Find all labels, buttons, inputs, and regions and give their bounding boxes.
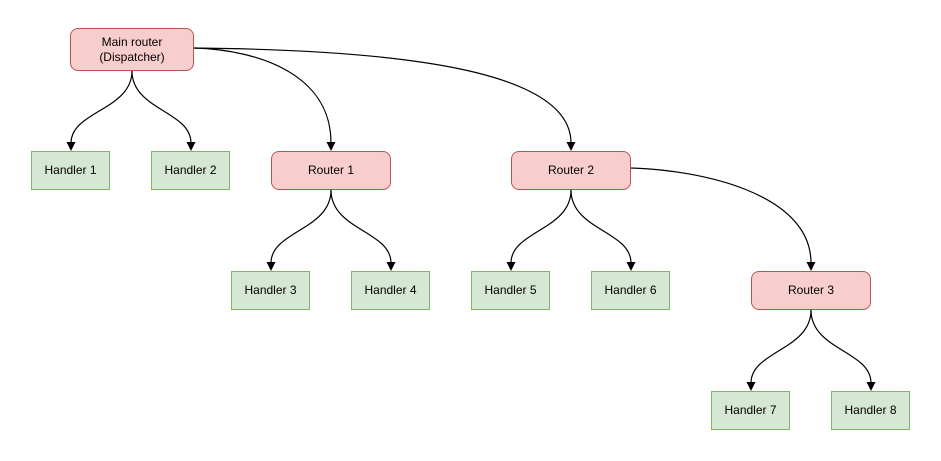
- arrow-handler-3-head: [266, 262, 276, 271]
- arrow-handler-6-head: [626, 262, 636, 271]
- arrow-handler-8-head: [866, 382, 876, 391]
- edge-main-router2: [193, 47, 572, 144]
- node-handler-4[interactable]: Handler 4: [351, 271, 430, 310]
- edge-router1-handler3: [270, 189, 332, 264]
- arrow-handler-1-head: [66, 142, 76, 151]
- edge-main-router1: [193, 47, 332, 144]
- edge-router3-handler8: [810, 309, 872, 384]
- edge-router2-router3: [630, 167, 812, 264]
- node-router-3[interactable]: Router 3: [751, 271, 871, 310]
- edge-router2-handler6: [570, 189, 632, 264]
- node-router-2[interactable]: Router 2: [511, 151, 631, 190]
- arrow-router-2-head: [566, 142, 576, 151]
- arrow-router-3-head: [806, 262, 816, 271]
- node-handler-2[interactable]: Handler 2: [151, 151, 230, 190]
- node-router-1[interactable]: Router 1: [271, 151, 391, 190]
- node-label-router-1: Router 1: [307, 163, 355, 177]
- node-handler-8[interactable]: Handler 8: [831, 391, 910, 430]
- edge-router2-handler5: [510, 189, 572, 264]
- node-handler-1[interactable]: Handler 1: [31, 151, 110, 190]
- node-label-handler-6: Handler 6: [604, 283, 657, 297]
- node-label-handler-4: Handler 4: [364, 283, 417, 297]
- arrow-handler-5-head: [506, 262, 516, 271]
- node-label-main-router: Main router (Dispatcher): [99, 34, 165, 64]
- node-label-handler-3: Handler 3: [244, 283, 297, 297]
- node-handler-7[interactable]: Handler 7: [711, 391, 790, 430]
- arrow-handler-7-head: [746, 382, 756, 391]
- node-handler-6[interactable]: Handler 6: [591, 271, 670, 310]
- node-handler-3[interactable]: Handler 3: [231, 271, 310, 310]
- arrow-router-1-head: [326, 142, 336, 151]
- node-label-handler-8: Handler 8: [844, 403, 897, 417]
- arrow-handler-4-head: [386, 262, 396, 271]
- node-main-router[interactable]: Main router (Dispatcher): [70, 28, 194, 71]
- node-label-router-3: Router 3: [787, 283, 835, 297]
- node-handler-5[interactable]: Handler 5: [471, 271, 550, 310]
- node-label-handler-5: Handler 5: [484, 283, 537, 297]
- node-label-router-2: Router 2: [547, 163, 595, 177]
- node-label-handler-1: Handler 1: [44, 163, 97, 177]
- node-label-handler-7: Handler 7: [724, 403, 777, 417]
- edge-main-handler1: [70, 70, 133, 144]
- edge-main-handler2: [131, 70, 192, 144]
- edge-router1-handler4: [330, 189, 392, 264]
- arrow-handler-2-head: [186, 142, 196, 151]
- edge-router3-handler7: [750, 309, 812, 384]
- node-label-handler-2: Handler 2: [164, 163, 217, 177]
